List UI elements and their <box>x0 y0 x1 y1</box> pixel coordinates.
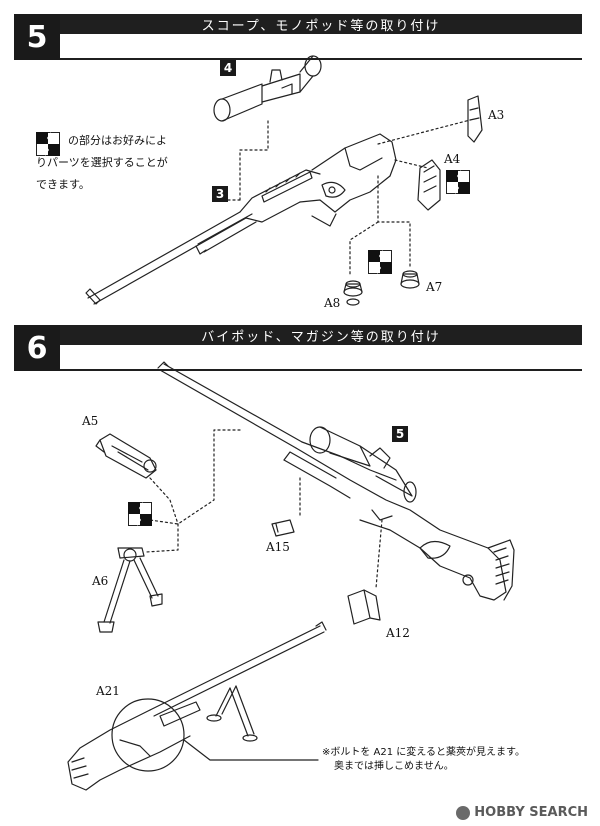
callout-3: 3 <box>212 186 228 202</box>
step-6-number: 6 <box>14 325 60 371</box>
step-6-note: ※ボルトを A21 に変えると薬莢が見えます。 奥までは挿しこめません。 <box>322 746 592 774</box>
step-6-title: バイポッド、マガジン等の取り付け <box>60 325 582 345</box>
step-5-note: の部分はお好みによ りパーツを選択することが できます。 <box>36 130 196 196</box>
step-5-underline <box>60 58 582 60</box>
part-label-a5: A5 <box>82 414 99 428</box>
monopod-a8-drawing <box>343 280 363 306</box>
step-5-note-line2: りパーツを選択することが <box>36 156 168 169</box>
step-5-number: 5 <box>14 14 60 60</box>
hobby-search-watermark: HOBBY SEARCH <box>456 805 588 820</box>
part-label-a15: A15 <box>266 540 290 554</box>
step-6-note-line2: 奥までは挿しこめません。 <box>334 761 454 772</box>
choice-arrows-icon <box>128 502 152 526</box>
step5-guide-lines <box>227 119 471 277</box>
bipod-a5-drawing <box>95 433 157 479</box>
callout-4: 4 <box>220 60 236 76</box>
rifle-drawing-step5 <box>85 133 397 305</box>
part-label-a8: A8 <box>324 296 341 310</box>
step-5-header: 5 スコープ、モノポッド等の取り付け <box>14 14 582 60</box>
step-6-underline <box>60 369 582 371</box>
step-5-title: スコープ、モノポッド等の取り付け <box>60 14 582 34</box>
scope-drawing <box>213 55 322 122</box>
step-5-note-line3: できます。 <box>36 178 90 191</box>
part-label-a12: A12 <box>386 626 410 640</box>
a21-magnifier <box>111 698 319 772</box>
choice-arrows-icon <box>446 170 470 194</box>
watermark-text: HOBBY SEARCH <box>474 805 588 820</box>
hobby-search-logo-icon <box>456 805 471 820</box>
part-label-a7: A7 <box>426 280 443 294</box>
cheekrest-a4-drawing <box>417 159 441 211</box>
part-label-a6: A6 <box>92 574 109 588</box>
step6-guide-lines <box>145 429 383 589</box>
part-label-a4: A4 <box>444 152 461 166</box>
step-6-note-line1: ※ボルトを A21 に変えると薬莢が見えます。 <box>322 747 526 758</box>
choice-arrows-icon <box>368 250 392 274</box>
rifle-drawing-step6 <box>157 361 515 601</box>
magazine-a12-drawing <box>347 589 381 625</box>
monopod-a7-drawing <box>400 270 420 289</box>
part-label-a3: A3 <box>488 108 505 122</box>
choice-arrows-icon <box>36 132 60 156</box>
step-5-note-line1: の部分はお好みによ <box>68 134 167 147</box>
clip-a15-drawing <box>271 519 295 537</box>
step-6-header: 6 バイポッド、マガジン等の取り付け <box>14 325 582 371</box>
rifle-with-bipod-drawing <box>67 621 327 791</box>
callout-5: 5 <box>392 426 408 442</box>
bipod-a6-drawing <box>97 547 163 633</box>
buttpad-a3-drawing <box>467 95 483 143</box>
part-label-a21: A21 <box>96 684 120 698</box>
